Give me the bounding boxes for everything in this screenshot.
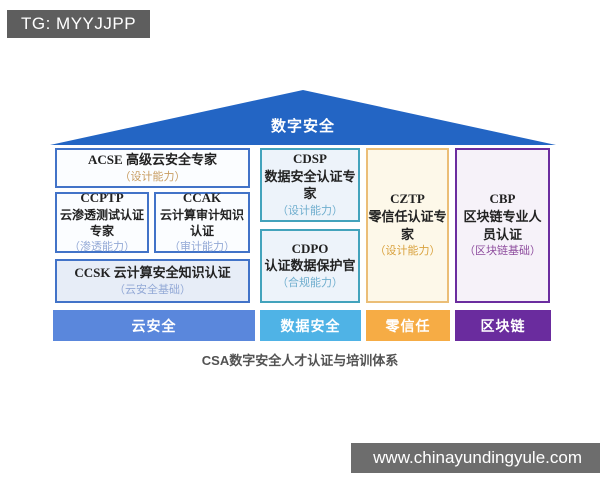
cert-box-cztp: CZTP 零信任认证专家 （设计能力） <box>366 148 449 303</box>
cert-title-cdpo: 认证数据保护官 <box>264 258 356 274</box>
cert-code-cztp: CZTP <box>390 191 425 207</box>
cert-capability-ccsk: （云安全基础） <box>114 283 191 296</box>
cert-title-ccptp: 云渗透测试认证专家 <box>59 207 144 238</box>
pillar-bar-label-data-security: 数据安全 <box>280 319 341 335</box>
cert-capability-acse: （设计能力） <box>119 170 186 183</box>
cert-title-cztp: 零信任认证专家 <box>368 209 447 242</box>
cert-capability-cdpo: （合规能力） <box>277 277 343 290</box>
watermark-bar: www.chinayundingyule.com <box>351 443 600 473</box>
cert-code-ccak: CCAK <box>182 189 222 205</box>
cert-title-cdsp: 数据安全认证专家 <box>264 168 356 202</box>
pillar-bar-label-blockchain: 区块链 <box>480 319 526 335</box>
pillar-bar-zero-trust: 零信任 <box>366 310 450 341</box>
cert-capability-cztp: （设计能力） <box>374 245 441 258</box>
pillar-bar-label-zero-trust: 零信任 <box>385 319 431 335</box>
cert-title-acse: ACSE 高级云安全专家 <box>88 152 217 168</box>
cert-capability-ccptp: （渗透能力） <box>69 240 135 253</box>
cert-code-cdsp: CDSP <box>293 150 327 166</box>
pillar-bar-data-security: 数据安全 <box>260 310 361 341</box>
cert-title-ccak: 云计算审计知识认证 <box>159 207 244 238</box>
cert-box-ccptp: CCPTP 云渗透测试认证专家 （渗透能力） <box>55 189 149 253</box>
cert-title-cbp: 区块链专业人员认证 <box>463 209 542 242</box>
cert-box-cbp: CBP 区块链专业人员认证 （区块链基础） <box>455 148 550 303</box>
watermark-url: www.chinayundingyule.com <box>373 448 582 467</box>
cert-capability-ccak: （审计能力） <box>169 240 235 253</box>
tg-badge: TG: MYYJJPP <box>7 10 151 38</box>
pillar-bar-label-cloud-security: 云安全 <box>131 319 177 335</box>
cert-code-cdpo: CDPO <box>291 240 329 256</box>
pillar-bar-blockchain: 区块链 <box>455 310 551 341</box>
cert-box-cdsp: CDSP 数据安全认证专家 （设计能力） <box>260 148 360 222</box>
roof-label: 数字安全 <box>270 119 335 135</box>
roof-digital-security: 数字安全 <box>50 90 556 145</box>
pillar-bar-cloud-security: 云安全 <box>53 310 255 341</box>
diagram-caption: CSA数字安全人才认证与培训体系 <box>201 353 399 368</box>
tg-badge-text: TG: MYYJJPP <box>21 14 137 33</box>
cert-box-acse: ACSE 高级云安全专家 （设计能力） <box>55 148 250 188</box>
cert-capability-cdsp: （设计能力） <box>277 204 343 217</box>
cert-box-ccak: CCAK 云计算审计知识认证 （审计能力） <box>154 189 250 253</box>
cert-title-ccsk: CCSK 云计算安全知识认证 <box>74 265 231 281</box>
cert-code-ccptp: CCPTP <box>80 189 124 205</box>
cert-box-ccsk: CCSK 云计算安全知识认证 （云安全基础） <box>55 259 250 303</box>
cert-code-cbp: CBP <box>489 191 516 207</box>
cert-capability-cbp: （区块链基础） <box>464 245 541 258</box>
cert-box-cdpo: CDPO 认证数据保护官 （合规能力） <box>260 229 360 303</box>
